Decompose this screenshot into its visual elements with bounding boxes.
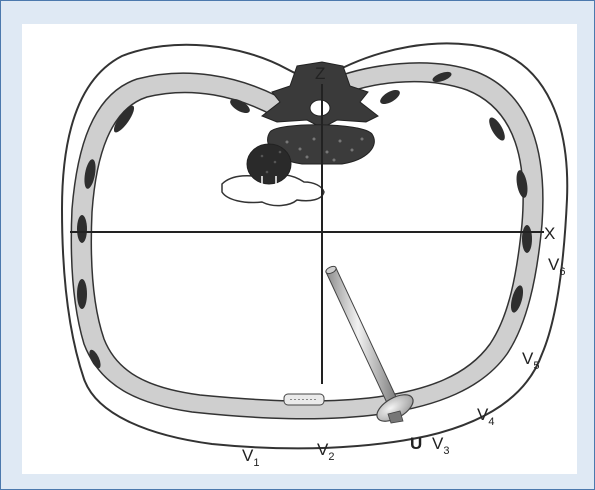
chest-cross-section-diagram: Z X V1 V2 U V3 V4 V5 V6: [22, 24, 577, 474]
z-axis-label: Z: [315, 64, 325, 83]
rib-section: [77, 215, 87, 243]
lead-v3-label: V3: [432, 434, 449, 457]
lead-v1-label: V1: [242, 446, 259, 469]
rib-section: [77, 279, 87, 309]
probe-label: U: [410, 434, 422, 453]
figure-panel: Z X V1 V2 U V3 V4 V5 V6: [22, 24, 577, 474]
rib-section: [522, 225, 532, 253]
x-axis-label: X: [544, 224, 555, 243]
